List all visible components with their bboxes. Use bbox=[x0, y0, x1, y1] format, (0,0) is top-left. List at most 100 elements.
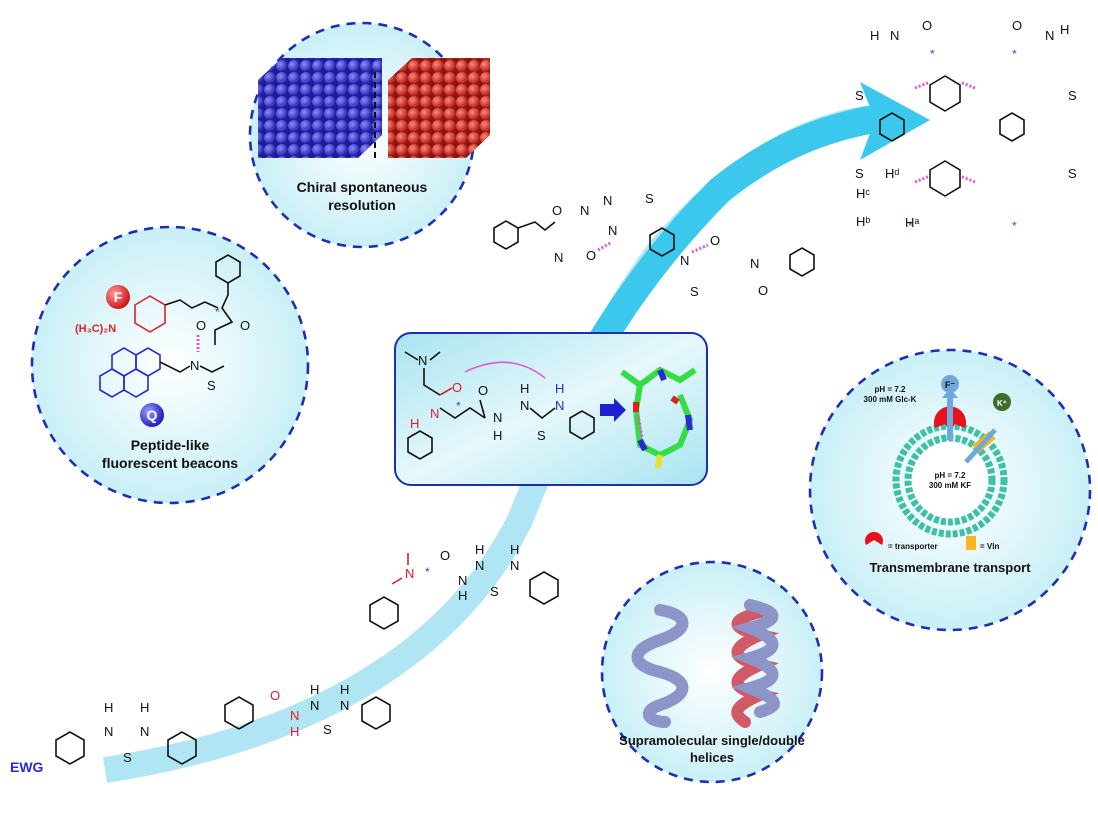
atom-label: N bbox=[580, 203, 589, 218]
atom-label: N bbox=[290, 708, 299, 723]
atom-label: O bbox=[552, 203, 562, 218]
quencher-icon bbox=[140, 403, 164, 427]
panel-chiral-resolution: Chiral spontaneous resolution bbox=[248, 21, 490, 249]
panel-title-line2: helices bbox=[690, 750, 734, 765]
blue-crystal-cube-icon bbox=[258, 58, 382, 158]
atom-label-hb: Hᵇ bbox=[856, 214, 870, 229]
macrocycle-structure: N H O O N H Hᶜ Hᵇ Hᵃ Hᵈ S S S S * * * * bbox=[855, 18, 1077, 233]
atom-label: N bbox=[340, 698, 349, 713]
atom-label: H bbox=[458, 588, 467, 603]
atom-label: N bbox=[603, 193, 612, 208]
legend-vln-label: = Vln bbox=[980, 542, 999, 551]
legend-transporter-label: = transporter bbox=[888, 542, 938, 551]
fluorophore-icon bbox=[106, 285, 130, 309]
fluorophore-label: F bbox=[114, 289, 123, 305]
atom-label: N bbox=[190, 358, 199, 373]
atom-label-ha: Hᵃ bbox=[905, 215, 919, 230]
hbonded-dimer-structure: O N N N S N O O N N O S bbox=[493, 191, 815, 299]
atom-label: H bbox=[510, 542, 519, 557]
panel-transmembrane-transport: F⁻ K⁺ pH = 7.2 300 mM Glc-K pH = 7.2 300… bbox=[808, 348, 1092, 632]
atom-label: O bbox=[922, 18, 932, 33]
dimethylamino-phenylalanine-structure: N * O N H N H S N H bbox=[369, 542, 559, 630]
atom-label: O bbox=[710, 233, 720, 248]
atom-label: N bbox=[520, 398, 529, 413]
atom-label: O bbox=[440, 548, 450, 563]
benzoyl-thiosemicarbazide-structure: O N H N H N H S bbox=[224, 682, 391, 739]
stick-model-icon bbox=[620, 366, 697, 469]
atom-label: H bbox=[340, 682, 349, 697]
legend-transporter-icon bbox=[865, 531, 884, 545]
anion-label: F⁻ bbox=[945, 380, 955, 390]
atom-label: S bbox=[207, 378, 216, 393]
atom-label: H bbox=[520, 381, 529, 396]
single-helix-icon bbox=[631, 604, 689, 728]
atom-label: N bbox=[475, 558, 484, 573]
atom-label: O bbox=[478, 383, 488, 398]
atom-label: H bbox=[140, 700, 149, 715]
atom-label: N bbox=[418, 353, 427, 368]
quencher-label: Q bbox=[147, 407, 158, 423]
atom-label: H bbox=[410, 416, 419, 431]
chiral-star: * bbox=[1012, 47, 1017, 61]
atom-label: S bbox=[323, 722, 332, 737]
atom-label: N bbox=[750, 256, 759, 271]
fluoride-ion-icon bbox=[941, 375, 959, 393]
panel-title-line1: Peptide-like bbox=[131, 437, 210, 453]
inside-ph: pH = 7.2 bbox=[935, 471, 966, 480]
panel-border bbox=[30, 225, 310, 505]
atom-label: H bbox=[555, 381, 564, 396]
atom-label: S bbox=[855, 88, 864, 103]
panel-title-line1: Chiral spontaneous bbox=[297, 179, 428, 195]
atom-label: S bbox=[1068, 88, 1077, 103]
atom-label: N bbox=[310, 698, 319, 713]
atom-label: N bbox=[608, 223, 617, 238]
panel-fluorescent-beacons: F (H₃C)₂N O O * N S Q Peptide-like fluor… bbox=[30, 225, 310, 505]
chiral-star: * bbox=[908, 219, 913, 233]
atom-label: H bbox=[493, 428, 502, 443]
atom-label: S bbox=[645, 191, 654, 206]
atom-label: O bbox=[586, 248, 596, 263]
atom-label: S bbox=[490, 584, 499, 599]
outside-ph: pH = 7.2 bbox=[875, 385, 906, 394]
panel-title: Transmembrane transport bbox=[869, 560, 1031, 575]
chiral-star: * bbox=[425, 565, 430, 579]
double-helix-blue-strand bbox=[731, 599, 780, 718]
hbond bbox=[597, 240, 613, 252]
atom-label: N bbox=[680, 253, 689, 268]
red-crystal-cube-icon bbox=[388, 58, 490, 158]
atom-label: H bbox=[104, 700, 113, 715]
atom-label: N bbox=[104, 724, 113, 739]
atom-label: N bbox=[890, 28, 899, 43]
atom-label: O bbox=[196, 318, 206, 333]
atom-label: H bbox=[310, 682, 319, 697]
potassium-ion-icon bbox=[993, 393, 1011, 411]
atom-label: O bbox=[1012, 18, 1022, 33]
atom-label: N bbox=[493, 410, 502, 425]
chiral-star: * bbox=[215, 305, 220, 319]
chiral-star: * bbox=[930, 47, 935, 61]
atom-label: S bbox=[123, 750, 132, 765]
chiral-star: * bbox=[1012, 219, 1017, 233]
panel-title-line2: resolution bbox=[328, 197, 396, 213]
atom-label: N bbox=[405, 566, 414, 581]
atom-label: N bbox=[554, 250, 563, 265]
atom-label: N bbox=[430, 406, 439, 421]
atom-label: S bbox=[855, 166, 864, 181]
atom-label: S bbox=[690, 284, 699, 299]
central-conformation-box: N O N H O N N H H S N H * bbox=[394, 332, 708, 486]
box-border bbox=[394, 332, 708, 486]
atom-label: H bbox=[870, 28, 879, 43]
atom-label: N bbox=[140, 724, 149, 739]
atom-label: N bbox=[510, 558, 519, 573]
phenyl-ring bbox=[407, 430, 433, 460]
atom-label-hd: Hᵈ bbox=[885, 166, 899, 181]
amine-label: (H₃C)₂N bbox=[75, 323, 116, 335]
phenyl-ring bbox=[215, 254, 241, 284]
atom-label: S bbox=[1068, 166, 1077, 181]
arrow-right-icon bbox=[600, 398, 626, 422]
pyrene-ring bbox=[99, 347, 161, 398]
hbond bbox=[691, 243, 709, 254]
atom-label: O bbox=[758, 283, 768, 298]
atom-label: H bbox=[475, 542, 484, 557]
